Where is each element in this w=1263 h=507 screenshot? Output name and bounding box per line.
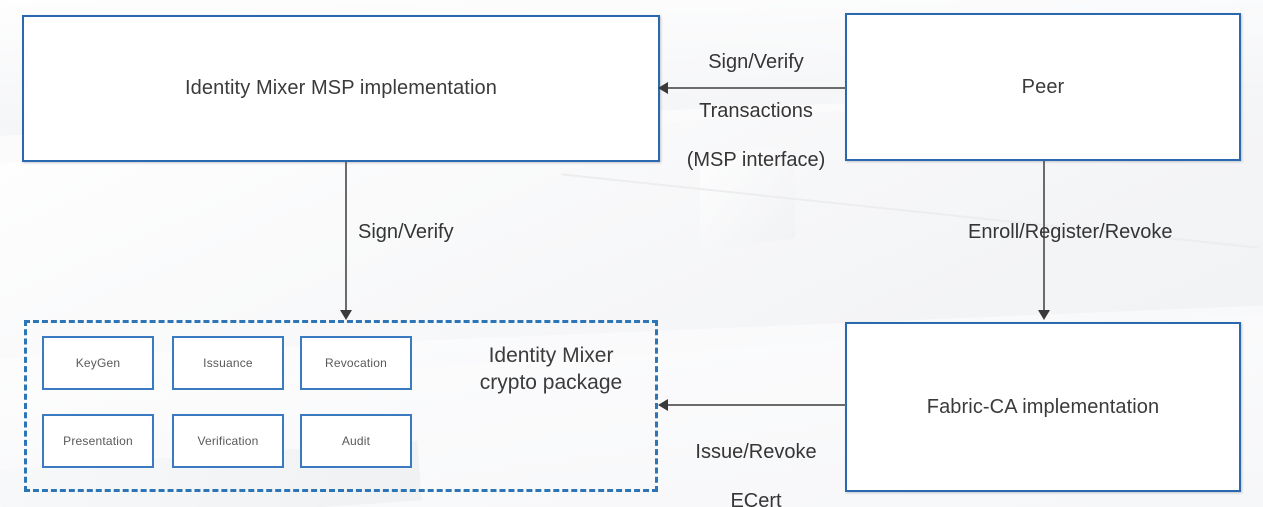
- component-audit-label: Audit: [341, 434, 371, 448]
- component-verification-label: Verification: [197, 434, 259, 448]
- group-idemix-crypto-package[interactable]: [24, 320, 658, 492]
- edge-msp-to-idemix-label: Sign/Verify: [358, 221, 454, 243]
- component-verification[interactable]: Verification: [172, 414, 284, 468]
- edge-peer-to-fabric-ca-arrowhead: [1038, 310, 1050, 320]
- component-issuance[interactable]: Issuance: [172, 336, 284, 390]
- component-presentation[interactable]: Presentation: [42, 414, 154, 468]
- group-caption-line-2: crypto package: [479, 371, 623, 395]
- node-fabric-ca[interactable]: Fabric-CA implementation: [845, 322, 1241, 492]
- node-identity-mixer-msp[interactable]: Identity Mixer MSP implementation: [22, 15, 660, 162]
- edge-peer-to-fabric-ca-line: [1043, 161, 1045, 312]
- edge-peer-to-fabric-ca-label: Enroll/Register/Revoke: [968, 221, 1173, 243]
- edge-fabric-ca-to-idemix-label-line-2: ECert: [730, 490, 782, 507]
- edge-peer-to-msp-label-line-1: Sign/Verify: [708, 51, 804, 74]
- node-identity-mixer-msp-label: Identity Mixer MSP implementation: [185, 77, 497, 99]
- edge-peer-to-msp-label-line-3: (MSP interface): [686, 148, 826, 171]
- component-issuance-label: Issuance: [203, 356, 253, 370]
- component-presentation-label: Presentation: [63, 434, 133, 448]
- group-caption-line-1: Identity Mixer: [488, 344, 614, 367]
- node-peer[interactable]: Peer: [845, 13, 1241, 161]
- component-audit[interactable]: Audit: [300, 414, 412, 468]
- node-fabric-ca-label: Fabric-CA implementation: [926, 395, 1160, 418]
- edge-fabric-ca-to-idemix-label: Issue/Revoke ECert: [664, 416, 848, 507]
- edge-fabric-ca-to-idemix-arrowhead: [658, 399, 668, 411]
- edge-fabric-ca-to-idemix-line: [666, 404, 846, 406]
- component-revocation-label: Revocation: [324, 356, 388, 370]
- edge-peer-to-msp-line: [666, 87, 846, 89]
- edge-msp-to-idemix-line: [345, 162, 347, 312]
- edge-peer-to-msp-label: Sign/Verify Transactions (MSP interface): [666, 26, 846, 197]
- edge-peer-to-msp-arrowhead: [658, 82, 668, 94]
- component-keygen-label: KeyGen: [75, 356, 121, 370]
- node-peer-label: Peer: [1021, 75, 1065, 98]
- edge-msp-to-idemix-arrowhead: [340, 310, 352, 320]
- component-keygen[interactable]: KeyGen: [42, 336, 154, 390]
- component-revocation[interactable]: Revocation: [300, 336, 412, 390]
- group-idemix-crypto-package-caption: Identity Mixer crypto package: [446, 342, 656, 397]
- edge-peer-to-msp-label-line-2: Transactions: [699, 100, 813, 123]
- edge-fabric-ca-to-idemix-label-line-1: Issue/Revoke: [695, 441, 817, 464]
